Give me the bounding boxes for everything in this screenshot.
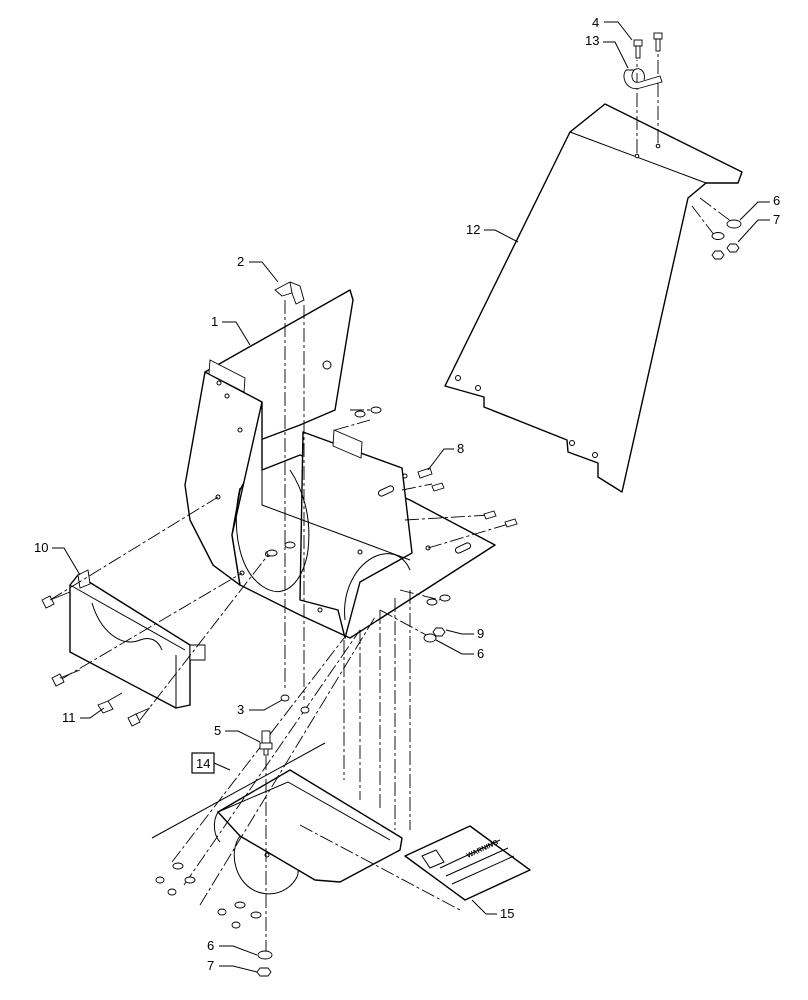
callout-3: 3 bbox=[237, 702, 244, 717]
main-bracket-part-1 bbox=[184, 289, 496, 639]
callout-14: 14 bbox=[196, 756, 210, 771]
callout-6-mid: 6 bbox=[477, 646, 484, 661]
callout-7-top: 7 bbox=[773, 212, 780, 227]
fasteners bbox=[41, 406, 518, 977]
callout-12: 12 bbox=[466, 222, 480, 237]
front-guard-part-10 bbox=[69, 569, 206, 709]
callout-1: 1 bbox=[211, 314, 218, 329]
callout-6-top: 6 bbox=[773, 193, 780, 208]
callout-7-bottom: 7 bbox=[207, 958, 214, 973]
callout-6-bottom: 6 bbox=[207, 938, 214, 953]
exploded-view-centerlines bbox=[49, 300, 513, 955]
washer-nut-right bbox=[711, 219, 742, 260]
callout-9: 9 bbox=[477, 626, 484, 641]
callout-4: 4 bbox=[592, 15, 599, 30]
screw-part-4 bbox=[633, 32, 663, 59]
callout-13: 13 bbox=[585, 33, 599, 48]
callout-11: 11 bbox=[62, 710, 76, 725]
callout-5: 5 bbox=[214, 723, 221, 738]
warning-decal-part-15: WARNING bbox=[404, 825, 531, 901]
shield-upper-part-12 bbox=[444, 103, 743, 493]
callout-2: 2 bbox=[237, 254, 244, 269]
callout-10: 10 bbox=[34, 540, 48, 555]
callout-8: 8 bbox=[457, 441, 464, 456]
clip-part-2 bbox=[274, 281, 305, 305]
callout-labels: 4 13 12 6 7 2 1 8 10 9 6 11 3 bbox=[34, 15, 780, 973]
callout-15: 15 bbox=[500, 906, 514, 921]
clamp-part-13 bbox=[623, 68, 663, 90]
lower-plate-part-14 bbox=[213, 769, 403, 895]
